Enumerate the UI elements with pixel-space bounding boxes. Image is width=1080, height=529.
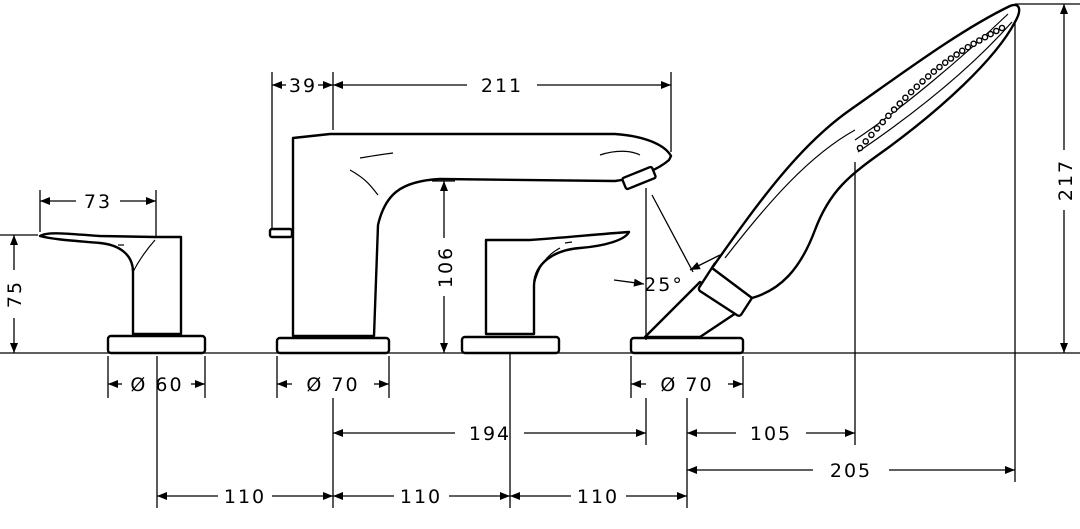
dim-75-label: 75 [4, 280, 26, 308]
dim-39-211: 39 211 [271, 72, 672, 228]
dim-205-label: 205 [830, 460, 872, 482]
spray-nozzle [902, 94, 909, 102]
spray-nozzle [890, 106, 898, 113]
spray-nozzle [947, 55, 955, 62]
dim-110-1: 110 [157, 486, 333, 508]
center-lines [156, 22, 1016, 508]
dim-73-label: 73 [84, 191, 112, 213]
spray-nozzle [976, 37, 983, 44]
spray-nozzle [919, 78, 926, 85]
dim-25deg: 25° [613, 188, 721, 340]
dim-110-3: 110 [510, 486, 687, 508]
dim-217: 217 [1015, 3, 1080, 353]
dim-dia70-spout: Ø 70 [276, 356, 390, 398]
spray-nozzle [930, 68, 938, 75]
spray-nozzle [907, 88, 915, 96]
dim-dia70b-label: Ø 70 [660, 374, 713, 396]
spray-nozzle [936, 63, 943, 71]
spray-nozzle [987, 30, 994, 38]
dim-106-label: 106 [435, 246, 457, 288]
hand-shower [629, 3, 1021, 355]
dim-194-label: 194 [469, 423, 511, 445]
dim-217-label: 217 [1055, 159, 1077, 201]
spray-nozzle [873, 125, 881, 132]
dim-105-label: 105 [750, 423, 792, 445]
dim-75: 75 [0, 234, 38, 353]
dim-25deg-label: 25° [644, 274, 684, 296]
spray-nozzle [896, 100, 904, 107]
spray-nozzle [970, 40, 977, 48]
dim-105: 105 [687, 423, 855, 445]
dim-73: 73 [39, 190, 157, 238]
spray-nozzle [941, 59, 949, 67]
dim-dia70a-label: Ø 70 [306, 374, 359, 396]
spray-nozzles [856, 24, 1006, 152]
dim-dia70-shower: Ø 70 [630, 356, 744, 398]
spray-nozzle [913, 83, 921, 90]
spray-nozzle [862, 138, 870, 145]
right-handle [460, 230, 631, 355]
dim-dia60: Ø 60 [107, 356, 206, 398]
dim-194: 194 [333, 423, 646, 445]
dim-110a-label: 110 [224, 486, 266, 508]
dim-dia60-label: Ø 60 [130, 374, 183, 396]
dim-110-2: 110 [333, 486, 510, 508]
spout [268, 132, 673, 355]
spray-nozzle [998, 24, 1006, 32]
spray-nozzle [924, 73, 932, 80]
spray-nozzle [953, 51, 960, 58]
dim-211-label: 211 [481, 75, 523, 97]
dim-39-label: 39 [289, 75, 317, 97]
spray-nozzle [885, 112, 892, 120]
spray-nozzle [879, 118, 887, 126]
left-handle [38, 232, 207, 355]
spray-nozzle [958, 47, 966, 55]
dim-205: 205 [687, 460, 1015, 482]
spray-nozzle [964, 43, 972, 51]
spray-nozzle [856, 144, 864, 152]
dim-110b-label: 110 [400, 486, 442, 508]
spray-nozzle [993, 27, 1000, 35]
spray-nozzle [981, 33, 989, 41]
dim-106: 106 [432, 180, 457, 353]
dim-110c-label: 110 [577, 486, 619, 508]
spray-nozzle [868, 131, 875, 139]
